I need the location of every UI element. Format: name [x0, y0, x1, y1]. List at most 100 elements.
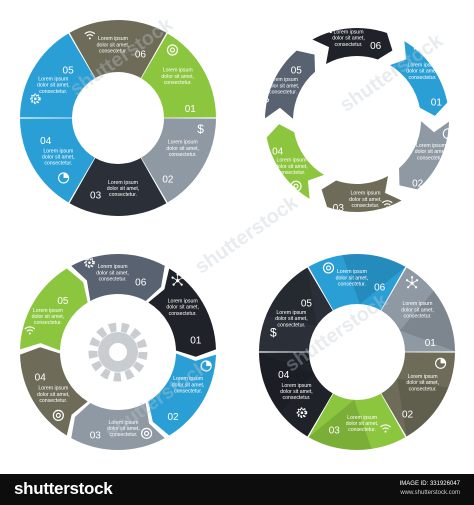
- segment-shape: [141, 33, 216, 118]
- segment-shape: [389, 41, 448, 116]
- footer-bar: shutterstock IMAGE ID: 331926047 www.shu…: [0, 474, 474, 505]
- segment-number: 03: [90, 431, 102, 442]
- segment-number: 01: [190, 335, 202, 346]
- pie-chart-icon: [442, 128, 454, 140]
- segment-number: 06: [135, 49, 147, 60]
- gear-icon: [296, 407, 308, 419]
- at-icon: [166, 44, 179, 56]
- gear-icon: [30, 93, 41, 105]
- segment-number: 04: [272, 146, 284, 157]
- dollar-icon: $: [262, 91, 269, 105]
- segment-number: 05: [57, 296, 69, 307]
- segment-number: 01: [431, 98, 443, 109]
- segment-number: 03: [329, 425, 341, 436]
- footer-brand: shutterstock: [14, 479, 113, 498]
- gear-icon: [84, 257, 95, 268]
- segment-fold: [397, 378, 449, 437]
- dollar-icon: $: [270, 326, 277, 340]
- segment-shape: [308, 393, 406, 451]
- segment-number: 04: [40, 136, 52, 147]
- segment-fold: [265, 267, 317, 326]
- segment-shape: [381, 352, 455, 437]
- network-icon: [171, 273, 184, 286]
- segment-number: 02: [412, 179, 424, 190]
- segment-number: 04: [35, 373, 47, 384]
- at-icon: [290, 180, 302, 192]
- segment-number: 01: [425, 338, 437, 349]
- segment-number: 02: [162, 175, 174, 186]
- segment-shape: [71, 402, 165, 451]
- footer-image-id: IMAGE ID: 331926047: [399, 481, 460, 487]
- segment-shape: [148, 353, 216, 436]
- segment-fold: [399, 290, 455, 352]
- at-icon: [52, 409, 64, 422]
- dollar-icon: $: [197, 122, 204, 136]
- segment-shape: [69, 20, 167, 79]
- segment-shape: [141, 118, 216, 203]
- segment-shape: [259, 267, 333, 352]
- segment-number: 06: [370, 41, 382, 52]
- segment-fold: [259, 352, 315, 414]
- segment-shape: [20, 347, 88, 436]
- segment-shape: [259, 352, 333, 437]
- wifi-icon: [84, 31, 96, 40]
- segment-number: 02: [168, 412, 180, 423]
- segment-shape: [20, 33, 95, 118]
- wifi-icon: [24, 326, 36, 335]
- network-icon: [405, 276, 419, 289]
- pie-chart-icon: [200, 360, 212, 372]
- segment-number: 02: [402, 409, 414, 420]
- watermark: shutterstock: [191, 191, 303, 278]
- segment-fold: [342, 254, 406, 305]
- footer-site-url: www.shutterstock.com: [400, 490, 460, 496]
- wifi-icon: [381, 200, 393, 209]
- segment-shape: [20, 118, 95, 203]
- wifi-icon: [380, 424, 391, 433]
- center-gear-icon: [88, 322, 148, 382]
- segment-number: 06: [135, 277, 147, 288]
- segment-number: 05: [63, 65, 75, 76]
- segment-number: 01: [185, 104, 197, 115]
- segment-number: 05: [301, 299, 313, 310]
- network-icon: [320, 20, 333, 34]
